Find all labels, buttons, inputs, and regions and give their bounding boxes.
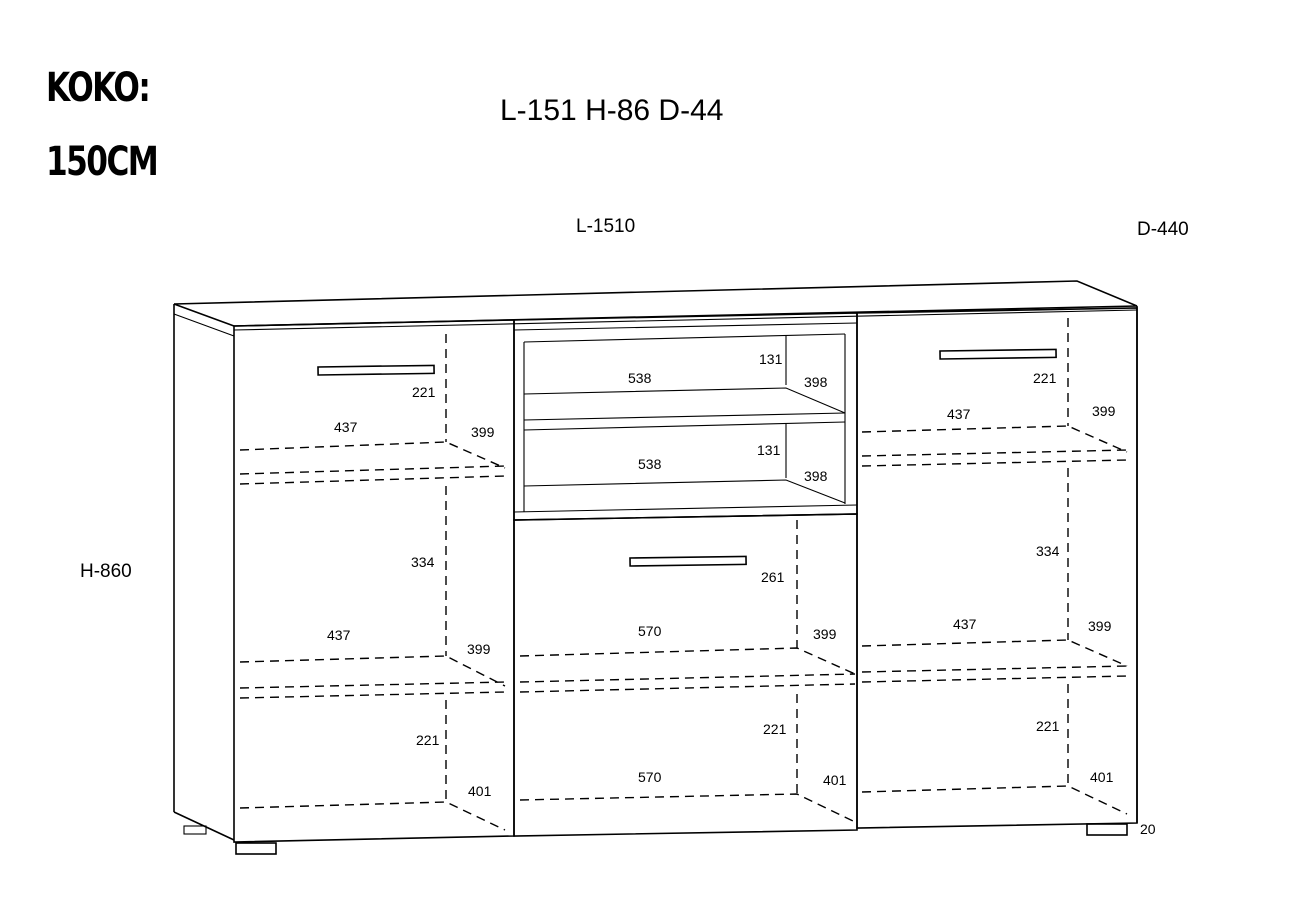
center-shelf2-height: 131	[757, 442, 781, 458]
center-door-handle	[629, 555, 747, 567]
center-shelf1-width: 538	[628, 370, 652, 386]
center-bottom-depth: 401	[823, 772, 847, 788]
heading-line2: 150CM	[46, 139, 159, 185]
left-shelf1-depth: 399	[471, 424, 495, 440]
heading-line1: KOKO:	[46, 65, 151, 111]
leg-height: 20	[1140, 821, 1156, 837]
right-middle-height: 334	[1036, 543, 1060, 559]
left-top-height: 221	[412, 384, 436, 400]
center-bottom-width: 570	[638, 769, 662, 785]
length-label: L-1510	[576, 216, 636, 237]
legs	[183, 823, 1128, 855]
center-door	[513, 513, 858, 837]
center-top-height: 261	[761, 569, 785, 585]
center-interior-dashed	[519, 520, 856, 823]
leg-front-left	[235, 842, 277, 855]
right-shelf1-depth: 399	[1092, 403, 1116, 419]
left-shelf2-width: 437	[327, 627, 351, 643]
left-door-handle	[317, 364, 435, 376]
right-door	[856, 307, 1138, 829]
right-interior-dashed	[861, 318, 1128, 815]
right-shelf2-width: 437	[953, 616, 977, 632]
right-shelf2-depth: 399	[1088, 618, 1112, 634]
left-door	[233, 319, 515, 843]
leg-back-left	[183, 825, 207, 835]
center-shelf1-depth: 398	[804, 374, 828, 390]
left-bottom-height: 221	[416, 732, 440, 748]
center-bottom-height: 221	[763, 721, 787, 737]
carcass-outline	[173, 280, 1138, 841]
right-door-handle	[939, 348, 1057, 360]
left-shelf1-width: 437	[334, 419, 358, 435]
center-shelf-depth: 399	[813, 626, 837, 642]
center-shelf2-width: 538	[638, 456, 662, 472]
right-bottom-depth: 401	[1090, 769, 1114, 785]
center-shelf-width: 570	[638, 623, 662, 639]
leg-front-right	[1086, 823, 1128, 836]
right-top-height: 221	[1033, 370, 1057, 386]
height-label: H-860	[80, 561, 132, 582]
left-interior-dashed	[239, 334, 506, 831]
center-open-compartment	[513, 312, 858, 521]
left-shelf2-depth: 399	[467, 641, 491, 657]
right-bottom-height: 221	[1036, 718, 1060, 734]
left-bottom-depth: 401	[468, 783, 492, 799]
center-shelf1-height: 131	[759, 351, 783, 367]
center-shelf2-depth: 398	[804, 468, 828, 484]
depth-label: D-440	[1137, 219, 1189, 240]
dimensions-title: L-151 H-86 D-44	[500, 94, 724, 127]
left-middle-height: 334	[411, 554, 435, 570]
right-shelf1-width: 437	[947, 406, 971, 422]
